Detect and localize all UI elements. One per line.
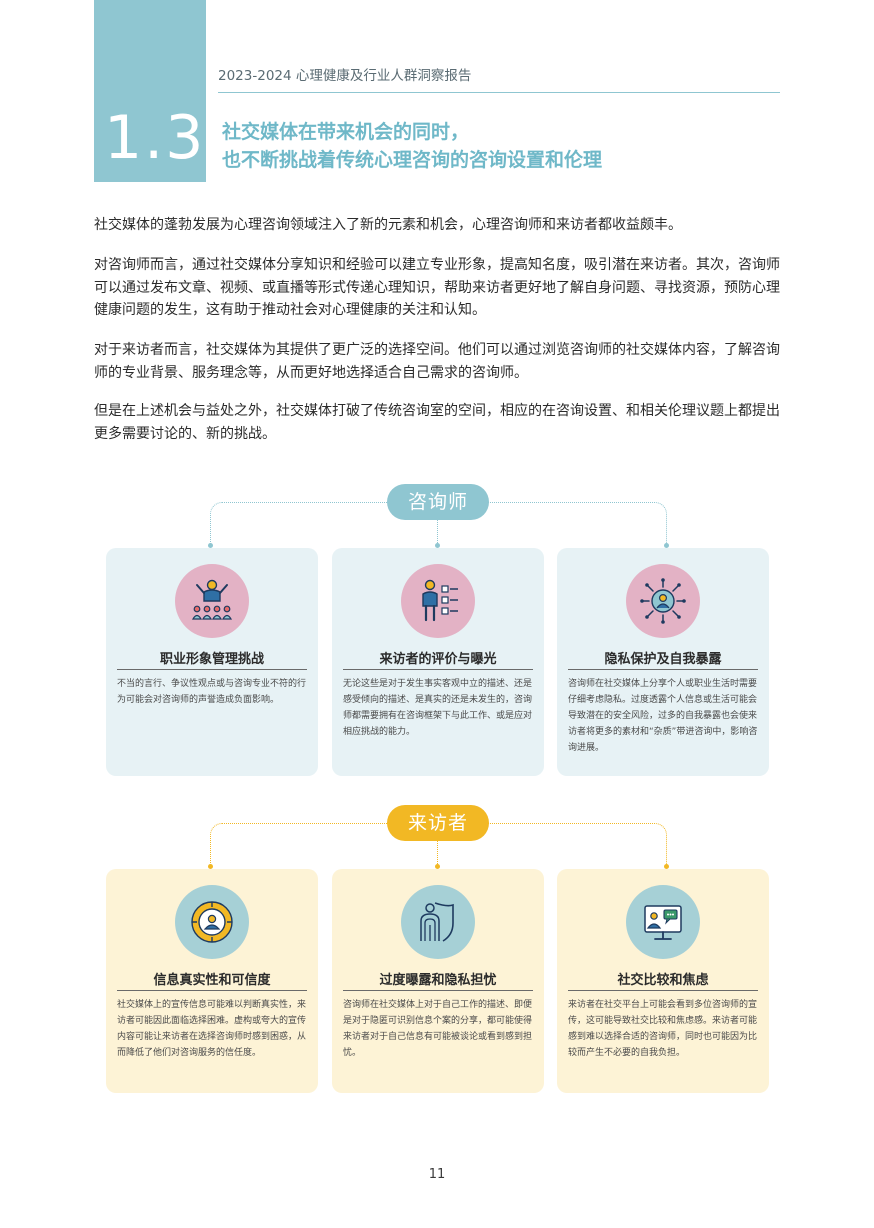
connector-right <box>488 502 667 544</box>
connector-dot <box>435 543 440 548</box>
connector-center <box>437 519 438 545</box>
card-divider <box>117 990 307 991</box>
connector-dot <box>664 543 669 548</box>
section-title: 社交媒体在带来机会的同时， 也不断挑战着传统心理咨询的咨询设置和伦理 <box>222 118 602 174</box>
challenge-card: 过度曝露和隐私担忧 咨询师在社交媒体上对于自己工作的描述、即便是对于隐匿可识别信… <box>332 869 544 1093</box>
header-divider <box>218 92 780 93</box>
paragraph-intro: 社交媒体的蓬勃发展为心理咨询领域注入了新的元素和机会，心理咨询师和来访者都收益颇… <box>94 217 682 233</box>
privacy-network-icon <box>640 578 686 624</box>
card-title: 信息真实性和可信度 <box>153 973 271 988</box>
card-divider <box>568 990 758 991</box>
section-title-line-2: 也不断挑战着传统心理咨询的咨询设置和伦理 <box>222 149 603 171</box>
challenge-card: 职业形象管理挑战 不当的言行、争议性观点或与咨询专业不符的行为可能会对咨询师的声… <box>106 548 318 776</box>
icon-badge <box>401 564 475 638</box>
card-title: 隐私保护及自我暴露 <box>604 652 722 667</box>
paragraph-client: 对于来访者而言，社交媒体为其提供了更广泛的选择空间。他们可以通过浏览咨询师的社交… <box>94 342 780 381</box>
report-title: 2023-2024 心理健康及行业人群洞察报告 <box>218 68 472 84</box>
card-divider <box>568 669 758 670</box>
challenge-card: 社交比较和焦虑 来访者在社交平台上可能会看到多位咨询师的宣传，这可能导致社交比较… <box>557 869 769 1093</box>
connector-dot <box>208 864 213 869</box>
card-title: 过度曝露和隐私担忧 <box>379 973 497 988</box>
challenge-card: 信息真实性和可信度 社交媒体上的宣传信息可能难以判断真实性，来访者可能因此面临选… <box>106 869 318 1093</box>
card-divider <box>117 669 307 670</box>
page-number: 11 <box>428 1167 446 1182</box>
connector-dot <box>664 864 669 869</box>
icon-badge <box>626 885 700 959</box>
icon-badge <box>401 885 475 959</box>
card-description: 社交媒体上的宣传信息可能难以判断真实性，来访者可能因此面临选择困难。虚构或夸大的… <box>117 1000 307 1058</box>
icon-badge <box>626 564 700 638</box>
challenge-card: 来访者的评价与曝光 无论这些是对于发生事实客观中立的描述、还是感受倾向的描述、是… <box>332 548 544 776</box>
section-color-block <box>94 0 206 182</box>
person-checklist-icon <box>422 579 458 622</box>
connector-right <box>488 823 667 865</box>
card-description: 咨询师在社交媒体上分享个人或职业生活时需要仔细考虑隐私。过度透露个人信息或生活可… <box>568 679 758 753</box>
card-description: 咨询师在社交媒体上对于自己工作的描述、即便是对于隐匿可识别信息个案的分享，都可能… <box>343 1000 533 1058</box>
icon-badge <box>175 564 249 638</box>
challenge-card: 隐私保护及自我暴露 咨询师在社交媒体上分享个人或职业生活时需要仔细考虑隐私。过度… <box>557 548 769 776</box>
icon-badge <box>175 885 249 959</box>
paragraph-challenges: 但是在上述机会与益处之外，社交媒体打破了传统咨询室的空间，相应的在咨询设置、和相… <box>94 403 780 442</box>
connector-dot <box>208 543 213 548</box>
card-divider <box>343 669 533 670</box>
client-label: 来访者 <box>387 805 489 841</box>
card-description: 不当的言行、争议性观点或与咨询专业不符的行为可能会对咨询师的声誉造成负面影响。 <box>117 679 307 705</box>
leader-audience-icon <box>191 579 233 620</box>
connector-left <box>210 823 390 865</box>
monitor-chat-icon <box>644 905 682 940</box>
connector-dot <box>435 864 440 869</box>
connector-left <box>210 502 390 544</box>
connector-center <box>437 840 438 866</box>
card-description: 无论这些是对于发生事实客观中立的描述、还是感受倾向的描述、是真实的还是未发生的，… <box>343 679 533 737</box>
section-number: 1.3 <box>104 103 206 173</box>
paragraph-counselor: 对咨询师而言，通过社交媒体分享知识和经验可以建立专业形象，提高知名度，吸引潜在来… <box>94 257 780 318</box>
card-divider <box>343 990 533 991</box>
target-person-icon <box>191 901 233 943</box>
card-title: 社交比较和焦虑 <box>617 973 709 988</box>
card-title: 来访者的评价与曝光 <box>379 652 497 667</box>
section-title-line-1: 社交媒体在带来机会的同时， <box>222 121 470 143</box>
fingerprint-shield-icon <box>420 902 454 942</box>
card-title: 职业形象管理挑战 <box>159 652 264 667</box>
card-description: 来访者在社交平台上可能会看到多位咨询师的宣传，这可能导致社交比较和焦虑感。来访者… <box>568 1000 758 1058</box>
counselor-label: 咨询师 <box>387 484 489 520</box>
